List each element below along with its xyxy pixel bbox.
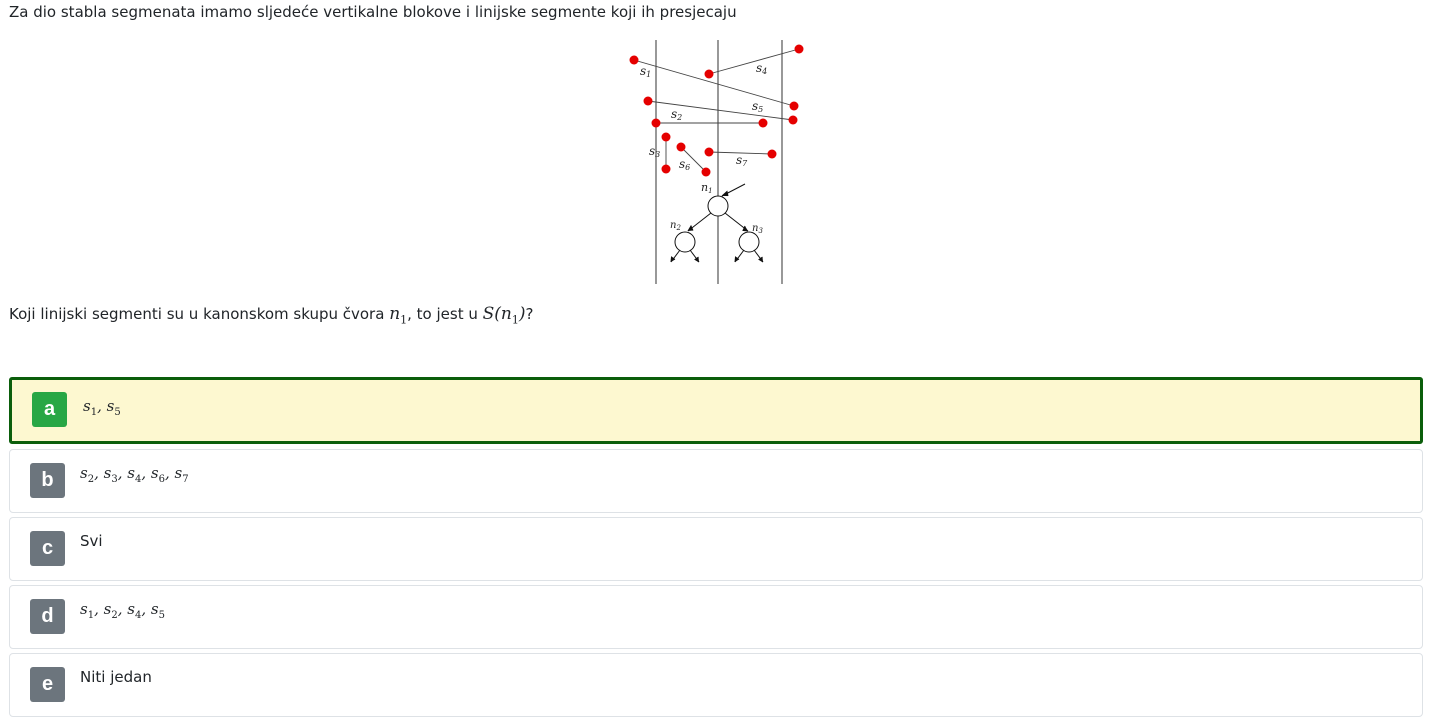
segment-s1 <box>633 59 795 107</box>
segment-s5 <box>647 100 794 121</box>
label-s6: s6 <box>679 157 690 172</box>
label-s4: s4 <box>756 61 767 76</box>
node-symbol: n1 <box>389 304 408 327</box>
endpoint <box>643 96 653 106</box>
answer-letter-badge: b <box>30 463 65 498</box>
endpoint <box>794 44 804 54</box>
answer-letter-badge: c <box>30 531 65 566</box>
answer-option-d[interactable]: d s1, s2, s4, s5 <box>9 585 1423 649</box>
label-s7: s7 <box>736 153 748 168</box>
segment-tree-figure: s1 s4 s5 s2 s3 s6 s7 n1 n2 n3 <box>629 40 804 284</box>
label-n1: n1 <box>701 181 713 195</box>
segment-s6 <box>680 146 707 173</box>
endpoint <box>704 147 714 157</box>
answer-text: s1, s2, s4, s5 <box>80 600 165 621</box>
endpoint <box>661 132 671 142</box>
answer-letter-badge: e <box>30 667 65 702</box>
answer-option-c[interactable]: c Svi <box>9 517 1423 581</box>
endpoint <box>701 167 711 177</box>
answer-text: Niti jedan <box>80 668 152 686</box>
endpoint <box>789 101 799 111</box>
endpoint <box>661 164 671 174</box>
segment-s7 <box>708 151 773 155</box>
answer-text: s2, s3, s4, s6, s7 <box>80 464 189 485</box>
label-s2: s2 <box>671 107 682 122</box>
tree-node-n3 <box>738 231 760 253</box>
intro-text: Za dio stabla segmenata imamo sljedeće v… <box>9 3 737 21</box>
answer-letter-badge: d <box>30 599 65 634</box>
answer-option-b[interactable]: b s2, s3, s4, s6, s7 <box>9 449 1423 513</box>
tree-node-n1 <box>707 195 729 217</box>
label-n2: n2 <box>670 220 681 232</box>
answer-text: s1, s5 <box>83 397 121 418</box>
label-n3: n3 <box>752 223 763 235</box>
label-s3: s3 <box>649 144 660 159</box>
endpoint <box>629 55 639 65</box>
label-s1: s1 <box>640 64 651 79</box>
endpoint <box>651 118 661 128</box>
endpoint <box>676 142 686 152</box>
answer-letter-badge: a <box>32 392 67 427</box>
answer-option-e[interactable]: e Niti jedan <box>9 653 1423 717</box>
answer-option-a[interactable]: a s1, s5 <box>9 377 1423 444</box>
endpoint <box>767 149 777 159</box>
endpoint <box>704 69 714 79</box>
set-expression: S(n1) <box>482 304 526 327</box>
endpoint <box>788 115 798 125</box>
answer-text: Svi <box>80 532 103 550</box>
segment-s4 <box>708 48 800 75</box>
question-text: Koji linijski segmenti su u kanonskom sk… <box>9 304 534 327</box>
tree-node-n2 <box>674 231 696 253</box>
endpoint <box>758 118 768 128</box>
label-s5: s5 <box>752 99 763 114</box>
